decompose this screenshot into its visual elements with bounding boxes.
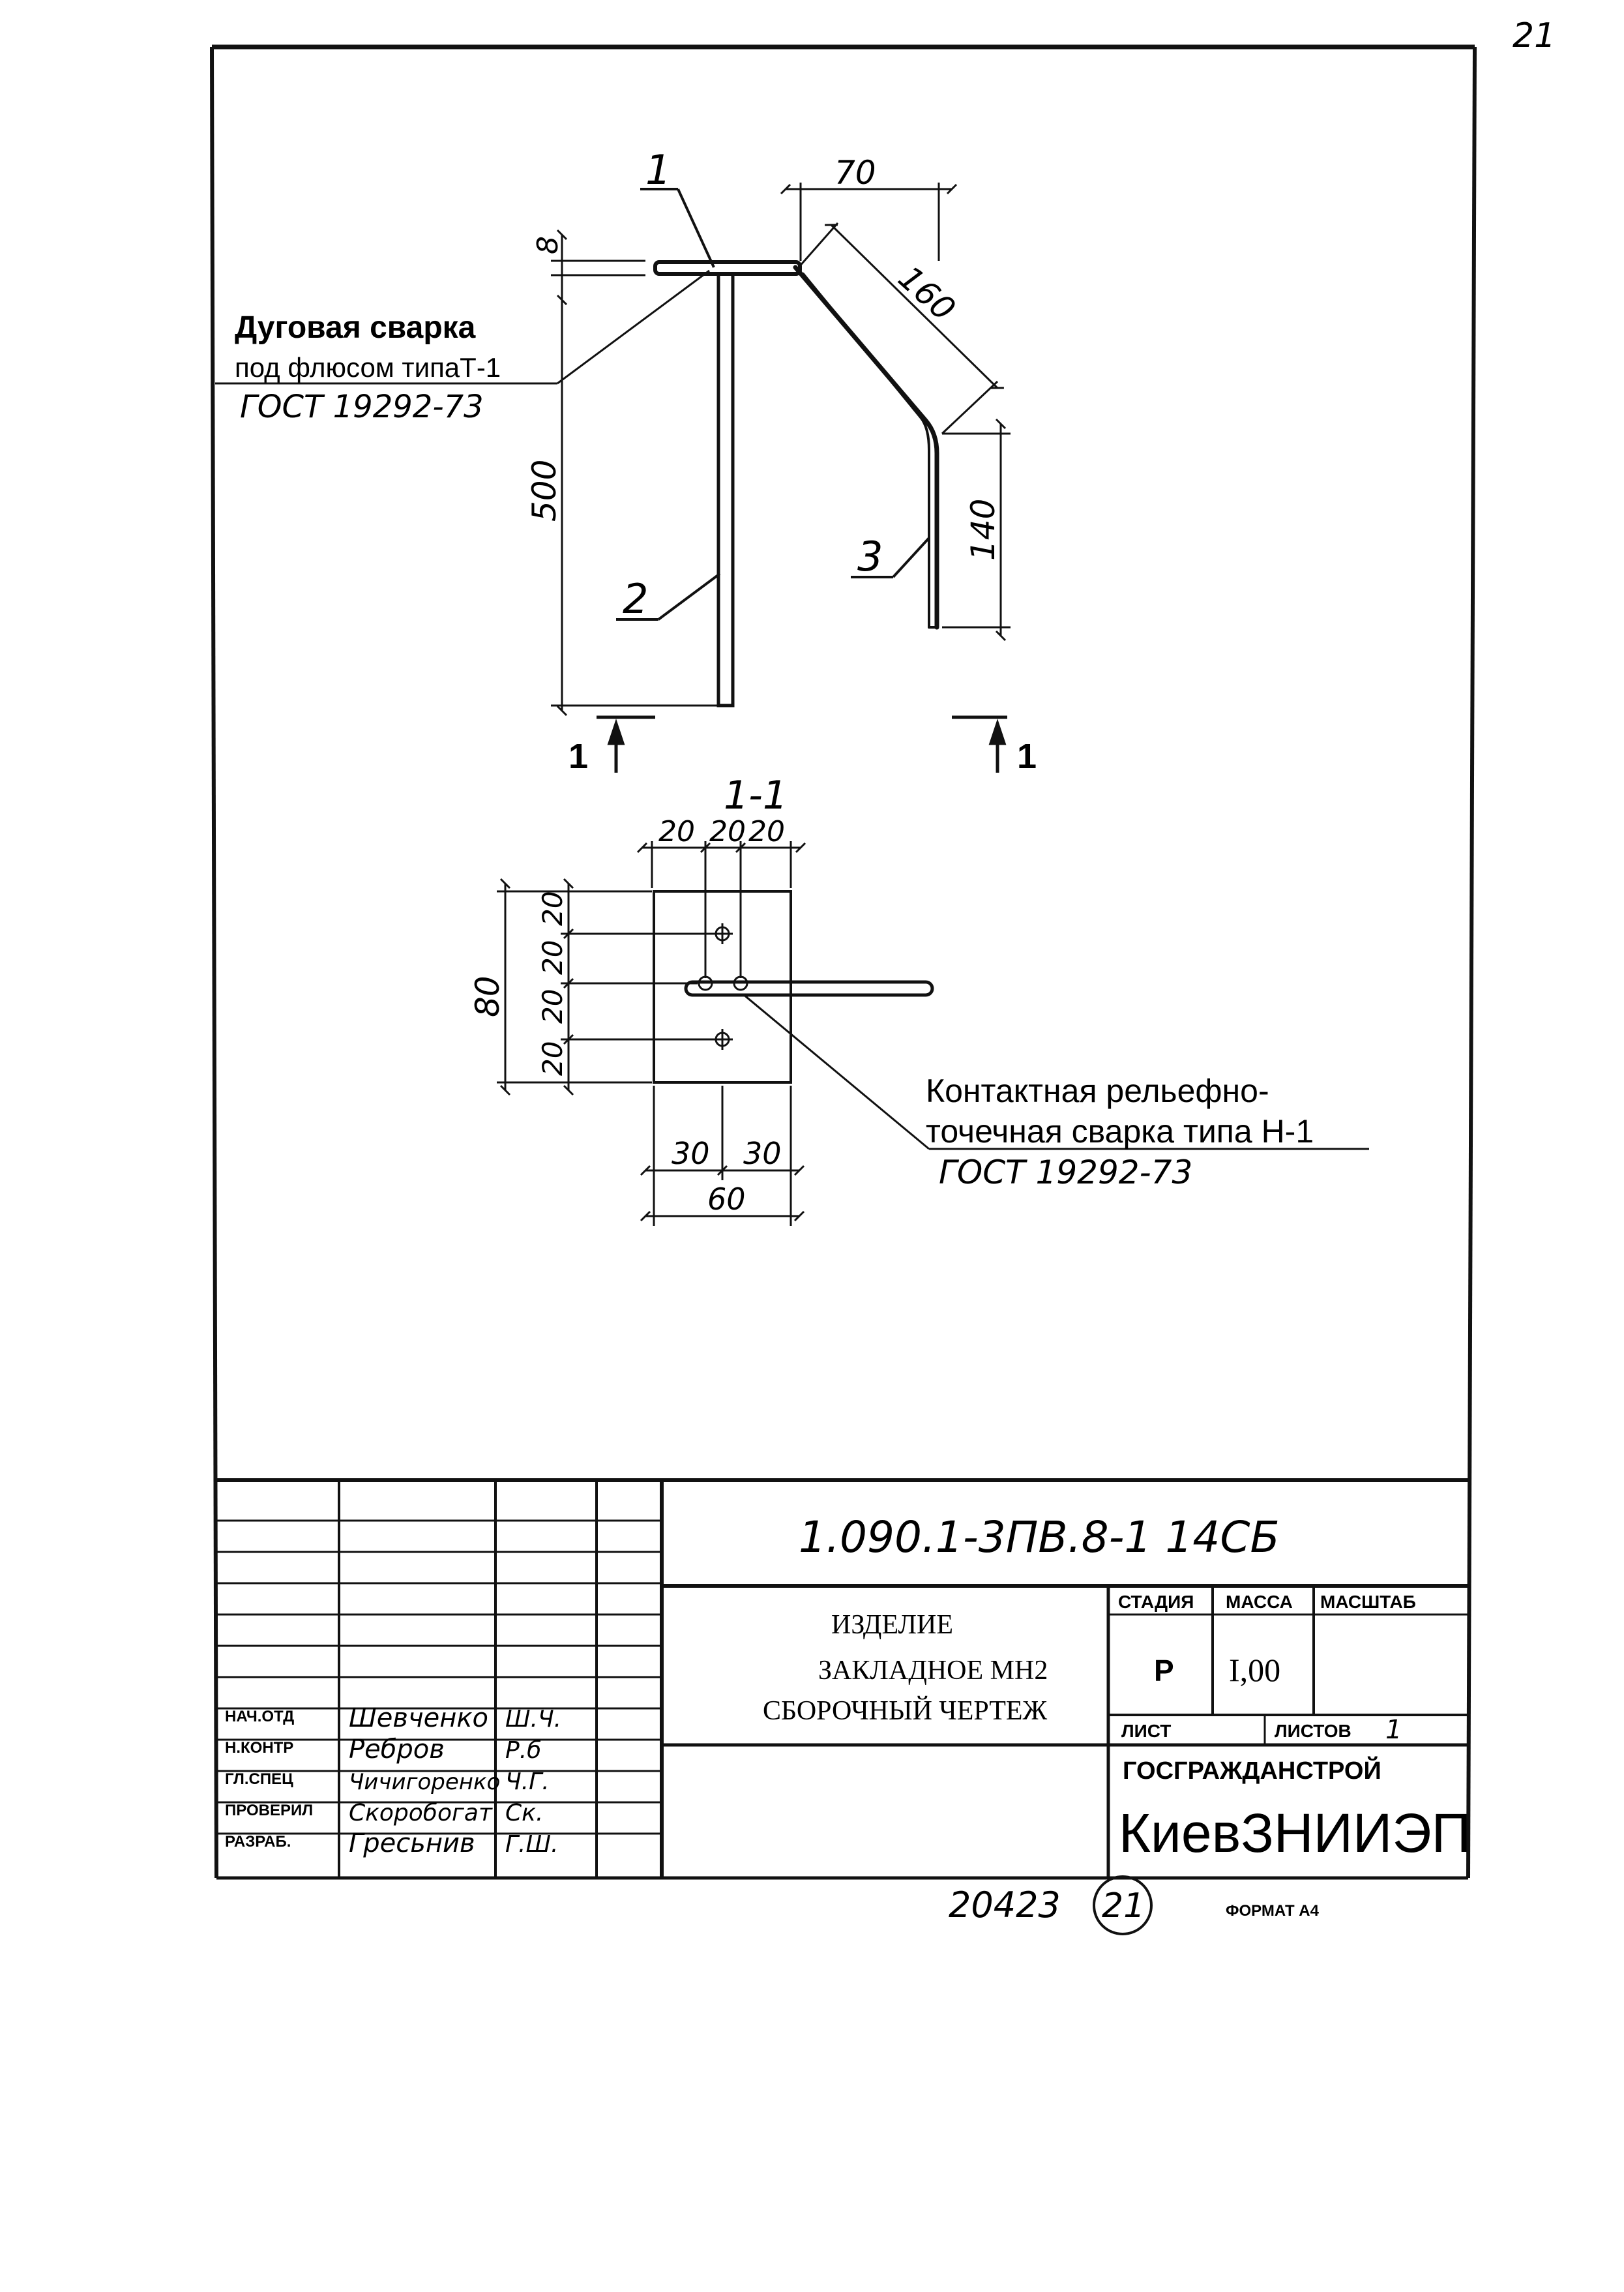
dimension-160-value: 160	[891, 259, 963, 329]
section-title: 1-1	[724, 773, 788, 818]
arc-weld-note-line2: под флюсом типаТ-1	[235, 352, 501, 383]
section-bottom-dim-2: 30	[743, 1136, 782, 1171]
role-4: ПРОВЕРИЛ	[225, 1802, 313, 1819]
product-name-line2: ЗАКЛАДНОЕ МН2	[818, 1656, 1048, 1686]
role-1: НАЧ.ОТД	[225, 1708, 294, 1725]
drawing-designation: 1.090.1-3ПВ.8-1 14СБ	[799, 1512, 1280, 1562]
inventory-number: 20423	[949, 1884, 1061, 1926]
contact-weld-note-line2: точечная сварка типа Н-1	[926, 1113, 1314, 1150]
name-4: Скоробогат	[349, 1800, 493, 1826]
product-name-line1: ИЗДЕЛИЕ	[831, 1610, 953, 1640]
leader-part-3	[851, 537, 930, 578]
dimension-70	[780, 183, 958, 261]
mass-header: МАССА	[1226, 1592, 1293, 1612]
name-3: Чичигоренко	[349, 1769, 500, 1795]
main-view	[653, 260, 939, 707]
section-view	[653, 890, 934, 1084]
name-2: Ребров	[349, 1734, 445, 1764]
section-cut-markers	[597, 715, 1007, 773]
section-bottom-dim-1: 30	[672, 1136, 710, 1171]
dimension-160	[797, 222, 1004, 435]
sign-3: Ч.Г.	[505, 1768, 550, 1795]
signature-rows: НАЧ.ОТД Шевченко Ш.Ч. Н.КОНТР Ребров Р.б…	[225, 1703, 561, 1858]
role-5: РАЗРАБ.	[225, 1833, 291, 1851]
stage-value: Р	[1154, 1654, 1174, 1688]
arc-weld-leader	[215, 269, 710, 385]
section-bottom-dimensions	[640, 1086, 805, 1226]
contact-weld-leader	[743, 993, 1369, 1150]
dimension-8	[551, 229, 645, 306]
product-name-line3: СБОРОЧНЫЙ ЧЕРТЕЖ	[763, 1696, 1048, 1726]
section-plate	[653, 890, 792, 1084]
sheets-value: 1	[1385, 1715, 1402, 1745]
circled-number: 21	[1102, 1886, 1145, 1926]
section-left-dim-4: 20	[537, 1041, 568, 1076]
sign-1: Ш.Ч.	[505, 1706, 561, 1733]
sheets-label: ЛИСТОВ	[1275, 1721, 1351, 1741]
dimension-70-value: 70	[834, 154, 876, 192]
name-1: Шевченко	[349, 1703, 488, 1733]
role-3: ГЛ.СПЕЦ	[225, 1770, 293, 1788]
dimension-500-value: 500	[525, 460, 563, 522]
leader-part-1	[640, 188, 715, 268]
arc-weld-note-line3: ГОСТ 19292-73	[240, 389, 484, 425]
section-dim-80: 80	[469, 975, 507, 1017]
section-top-dim-3: 20	[748, 815, 785, 848]
page-number: 21	[1513, 16, 1556, 55]
bent-rod-part-3	[793, 265, 939, 630]
dimension-500	[551, 274, 717, 717]
section-top-dimensions	[636, 841, 806, 978]
org-line2: КиевЗНИИЭП	[1119, 1802, 1471, 1864]
section-left-dim-1: 20	[537, 891, 568, 926]
circled-number-ring	[1093, 1875, 1153, 1935]
section-top-dim-1: 20	[658, 815, 695, 848]
dimension-140	[942, 418, 1011, 642]
sign-5: Г.Ш.	[505, 1831, 558, 1858]
dimension-8-value: 8	[531, 236, 565, 254]
contact-weld-note-line3: ГОСТ 19292-73	[939, 1153, 1192, 1191]
section-top-dim-2: 20	[709, 815, 746, 848]
sign-4: Ск.	[505, 1800, 543, 1826]
stage-header: СТАДИЯ	[1118, 1592, 1194, 1612]
sheet-frame	[210, 44, 1477, 1880]
section-mark-right: 1	[1017, 737, 1037, 776]
position-label-2: 2	[623, 575, 648, 623]
sign-2: Р.б	[505, 1737, 541, 1764]
arc-weld-note-line1: Дуговая сварка	[235, 310, 476, 345]
rod-part-2	[716, 272, 735, 707]
position-label-3: 3	[857, 533, 883, 580]
section-bar	[684, 980, 934, 997]
leader-part-2	[616, 573, 721, 621]
sheet-label: ЛИСТ	[1121, 1721, 1171, 1741]
section-dim-60: 60	[707, 1182, 746, 1217]
contact-weld-note-line1: Контактная рельефно-	[926, 1073, 1269, 1109]
section-mark-left: 1	[568, 737, 588, 776]
name-5: Гресьнив	[349, 1828, 475, 1858]
section-left-dim-2: 20	[537, 940, 568, 975]
section-left-dimensions	[497, 878, 712, 1096]
section-left-dim-3: 20	[537, 989, 568, 1024]
format-label: ФОРМАТ А4	[1226, 1902, 1320, 1920]
title-block-grid	[216, 1478, 1468, 1878]
scale-header: МАСШТАБ	[1320, 1592, 1416, 1612]
mass-value: I,00	[1229, 1652, 1280, 1688]
role-2: Н.КОНТР	[225, 1739, 293, 1757]
org-line1: ГОСГРАЖДАНСТРОЙ	[1123, 1755, 1381, 1785]
dimension-140-value: 140	[964, 499, 1002, 561]
plate-part-1	[653, 260, 802, 276]
position-label-1: 1	[645, 146, 671, 194]
